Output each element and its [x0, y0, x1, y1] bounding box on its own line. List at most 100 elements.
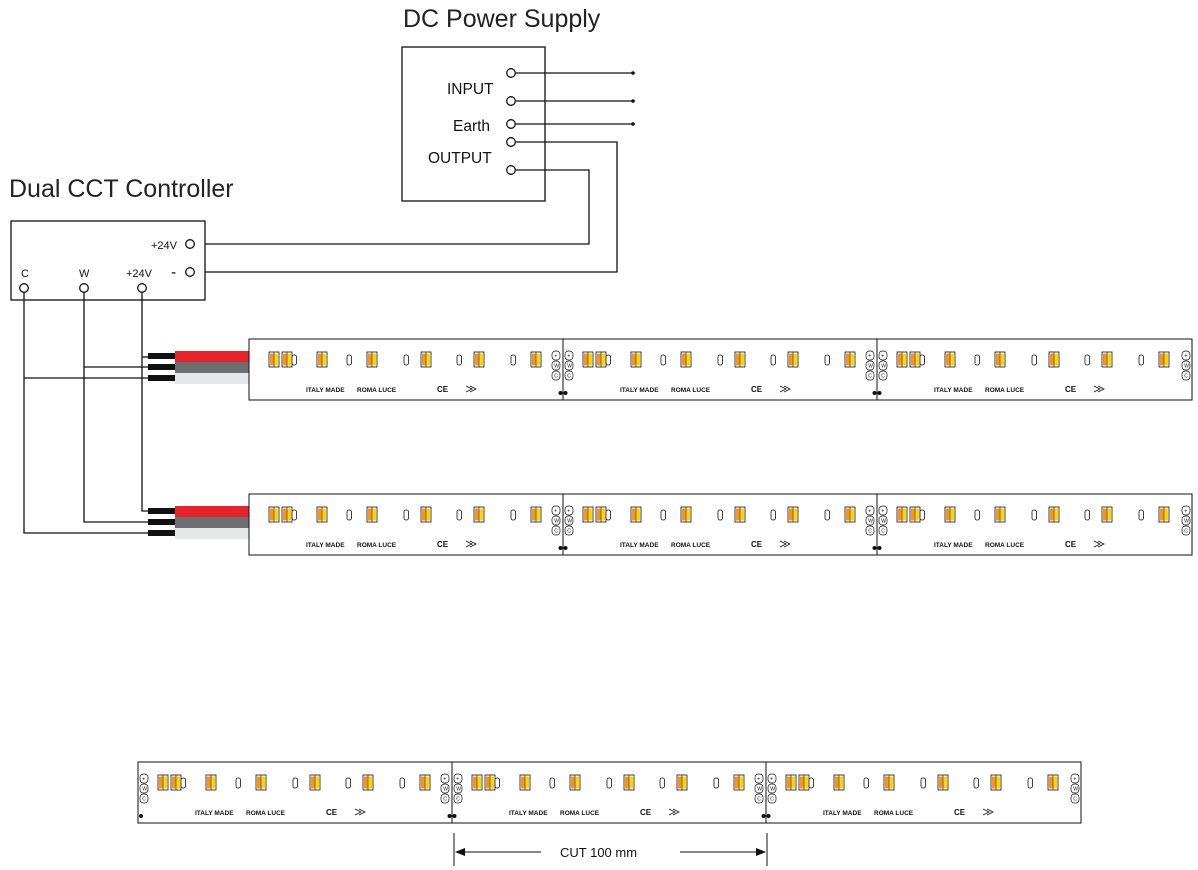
strip-marking-roma-luce: ROMA LUCE: [671, 387, 711, 394]
solder-pad: [1181, 505, 1191, 516]
led-cool-die: [426, 508, 430, 521]
scissor-mark: [452, 814, 457, 818]
output-terminal-plus: [506, 165, 516, 175]
solder-pad: [453, 773, 463, 784]
resistor: [510, 354, 516, 366]
led-cool-die: [915, 353, 919, 366]
solder-pad: [564, 360, 574, 371]
led-warm-die: [678, 776, 682, 789]
resistor: [660, 354, 666, 366]
led-chip: [595, 351, 607, 368]
strip-marking-roma-luce: ROMA LUCE: [246, 810, 286, 817]
solder-pad-label: W: [881, 518, 886, 524]
led-chip: [530, 351, 542, 368]
led-cool-die: [740, 353, 744, 366]
solder-pad-label: C: [868, 373, 872, 379]
strip-body: [248, 493, 1193, 556]
resistor: [659, 777, 665, 789]
dc-power-supply: DC Power Supply INPUT Earth OUTPUT: [195, 5, 635, 273]
solder-pad: [1070, 773, 1080, 784]
resistor: [456, 354, 462, 366]
led-cool-die: [372, 353, 376, 366]
led-cool-die: [261, 776, 265, 789]
led-warm-die: [625, 776, 629, 789]
led-chip: [205, 774, 217, 791]
solder-pad-label: +: [1073, 776, 1076, 782]
resistor: [180, 777, 186, 789]
led-warm-die: [475, 508, 479, 521]
solder-pad-label: +: [567, 353, 570, 359]
led-warm-die: [1103, 353, 1107, 366]
resistor: [403, 509, 409, 521]
led-chip: [473, 351, 485, 368]
solder-pad-label: C: [142, 796, 146, 802]
strip-marking-italy-made: ITALY MADE: [195, 810, 234, 817]
led-chip: [582, 351, 594, 368]
led-cool-die: [915, 508, 919, 521]
led-warm-die: [885, 776, 889, 789]
scissor-mark: [872, 391, 877, 395]
resistor: [510, 509, 516, 521]
led-chip: [909, 506, 921, 523]
led-warm-die: [898, 508, 902, 521]
resistor: [345, 777, 351, 789]
resistor: [974, 354, 980, 366]
led-chip: [1047, 774, 1059, 791]
solder-pad-label: W: [456, 786, 461, 792]
solder-pad: [551, 370, 561, 381]
led-warm-die: [597, 353, 601, 366]
led-warm-die: [421, 776, 425, 789]
ce-mark: CE: [1065, 540, 1077, 549]
led-cool-die: [1164, 508, 1168, 521]
white-wire: [175, 528, 249, 539]
led-warm-die: [736, 508, 740, 521]
gray-wire: [175, 517, 249, 528]
led-chip: [569, 774, 581, 791]
resistor: [346, 354, 352, 366]
led-warm-die: [1103, 508, 1107, 521]
solder-pad: [551, 360, 561, 371]
led-warm-die: [800, 776, 804, 789]
scissor-mark: [563, 391, 568, 395]
led-cool-die: [902, 508, 906, 521]
led-warm-die: [846, 353, 850, 366]
solder-pad: [865, 350, 875, 361]
scissor-mark: [766, 814, 771, 818]
led-chip: [733, 774, 745, 791]
led-cool-die: [274, 508, 278, 521]
solder-pad-label: W: [1073, 786, 1078, 792]
led-chip: [582, 506, 594, 523]
led-cool-die: [902, 353, 906, 366]
led-chip: [281, 351, 293, 368]
input-terminal-1: [506, 68, 516, 78]
solder-pad-label: +: [554, 353, 557, 359]
led-warm-die: [946, 508, 950, 521]
led-warm-die: [521, 776, 525, 789]
solder-pad-label: C: [868, 528, 872, 534]
solder-pad-label: C: [567, 528, 571, 534]
output-label: OUTPUT: [428, 150, 492, 167]
resistor: [824, 509, 830, 521]
solder-pad: [564, 525, 574, 536]
resistor: [919, 509, 925, 521]
solder-pad-label: C: [1184, 373, 1188, 379]
led-chip: [785, 774, 797, 791]
solder-pad-label: +: [456, 776, 459, 782]
solder-pad-label: +: [757, 776, 760, 782]
led-warm-die: [584, 353, 588, 366]
led-chip: [519, 774, 531, 791]
solder-pad: [767, 783, 777, 794]
brand-logo-icon: [779, 385, 791, 393]
solder-pad-label: +: [881, 353, 884, 359]
led-cool-die: [686, 353, 690, 366]
resistor: [1031, 509, 1037, 521]
led-chip: [623, 774, 635, 791]
led-cool-die: [575, 776, 579, 789]
strip-marking-italy-made: ITALY MADE: [620, 387, 659, 394]
scissor-mark: [139, 814, 143, 818]
resistor: [291, 509, 297, 521]
led-warm-die: [311, 776, 315, 789]
solder-pad: [440, 793, 450, 804]
